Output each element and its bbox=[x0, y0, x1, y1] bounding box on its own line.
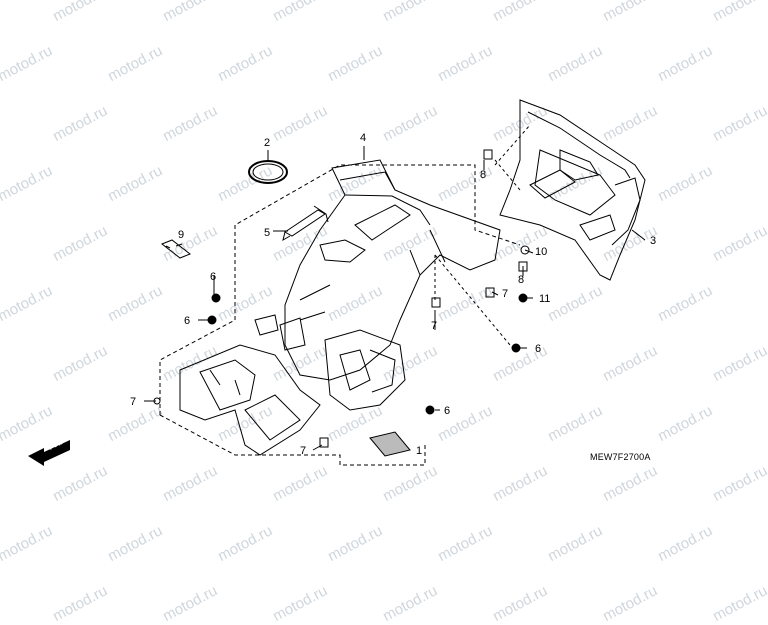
watermark-text: motod.ru bbox=[600, 582, 660, 625]
label-plate-part bbox=[370, 432, 410, 456]
bolt-fastener bbox=[208, 316, 216, 324]
inner-fender-part bbox=[285, 160, 500, 380]
callout-2: 2 bbox=[264, 137, 270, 149]
diagram-code: MEW7F2700A bbox=[590, 452, 651, 462]
callout-8: 8 bbox=[518, 274, 524, 286]
callout-labels: 1 2 3 4 5 6 6 6 6 7 7 7 7 8 8 9 10 11 FR… bbox=[46, 132, 656, 457]
parts-diagram: 1 2 3 4 5 6 6 6 6 7 7 7 7 8 8 9 10 11 FR… bbox=[0, 0, 768, 576]
callout-3: 3 bbox=[650, 235, 656, 247]
callout-6: 6 bbox=[210, 271, 216, 283]
callout-8: 8 bbox=[480, 169, 486, 181]
callout-10: 10 bbox=[535, 246, 547, 258]
callout-5: 5 bbox=[264, 227, 270, 239]
callout-6: 6 bbox=[184, 315, 190, 327]
callout-1: 1 bbox=[416, 445, 422, 457]
watermark-text: motod.ru bbox=[50, 582, 110, 625]
callout-4: 4 bbox=[360, 132, 366, 144]
watermark-text: motod.ru bbox=[380, 582, 440, 625]
callout-7: 7 bbox=[130, 396, 136, 408]
callout-6: 6 bbox=[535, 343, 541, 355]
bolt-fastener bbox=[512, 344, 520, 352]
callout-7: 7 bbox=[431, 320, 437, 332]
plate-part bbox=[162, 240, 190, 258]
callout-6: 6 bbox=[444, 405, 450, 417]
watermark-text: motod.ru bbox=[160, 582, 220, 625]
callout-7: 7 bbox=[300, 445, 306, 457]
callout-9: 9 bbox=[178, 229, 184, 241]
nut-fastener bbox=[519, 294, 527, 302]
callout-7: 7 bbox=[502, 288, 508, 300]
bolt-fastener bbox=[426, 406, 434, 414]
bolt-fastener bbox=[212, 294, 220, 302]
watermark-text: motod.ru bbox=[490, 582, 550, 625]
watermark-text: motod.ru bbox=[270, 582, 330, 625]
bracket-part bbox=[283, 206, 328, 240]
clip-fastener bbox=[432, 298, 440, 307]
clip-fastener bbox=[484, 150, 492, 159]
watermark-text: motod.ru bbox=[710, 582, 768, 625]
callout-11: 11 bbox=[539, 293, 550, 305]
